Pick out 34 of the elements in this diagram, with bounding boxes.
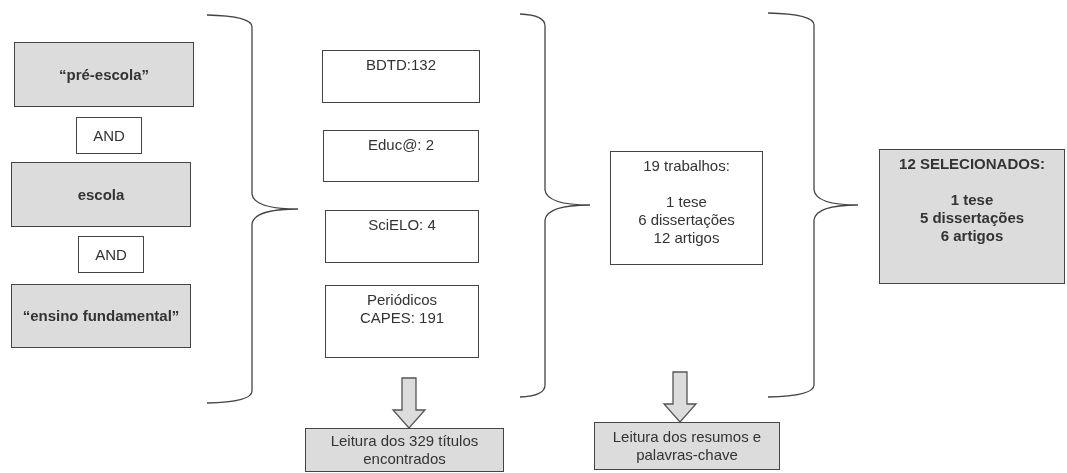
search-term-box: [14, 42, 194, 107]
list-item: 12 artigos: [653, 229, 720, 247]
box-label: SciELO: 4: [368, 216, 436, 234]
database-box: [323, 130, 479, 182]
database-box: [325, 210, 479, 263]
box-label: BDTD:132: [366, 56, 436, 74]
search-term-box: [11, 162, 191, 227]
search-term-box: [11, 284, 191, 348]
list-item: 1 tese: [950, 191, 994, 209]
list-item: 6 dissertações: [638, 211, 735, 229]
block-arrow: [391, 377, 427, 429]
list-item: 5 dissertações: [919, 209, 1025, 227]
database-box: [322, 50, 480, 103]
box-label: Leitura dos 329 títulos encontrados: [329, 432, 480, 468]
list-item: 6 artigos: [940, 227, 1004, 245]
box-label: Leitura dos resumos e palavras-chave: [611, 428, 763, 464]
box-label: AND: [93, 126, 125, 145]
block-arrow: [662, 371, 698, 423]
box-label: AND: [95, 245, 127, 264]
box-label: “ensino fundamental”: [22, 307, 180, 325]
operator-box: [76, 117, 142, 154]
box-heading: 12 SELECIONADOS:: [899, 155, 1045, 173]
result-box: [610, 151, 763, 265]
step-box: [305, 428, 504, 472]
box-label: escola: [77, 185, 125, 204]
selected-result-box: [879, 149, 1065, 284]
box-label: Educ@: 2: [367, 136, 435, 154]
box-heading: 19 trabalhos:: [643, 157, 730, 175]
database-box: [325, 285, 479, 358]
operator-box: [78, 236, 144, 273]
box-label: Periódicos CAPES: 191: [358, 291, 446, 327]
list-item: 1 tese: [666, 193, 707, 211]
box-label: “pré-escola”: [58, 65, 149, 84]
step-box: [594, 422, 780, 470]
